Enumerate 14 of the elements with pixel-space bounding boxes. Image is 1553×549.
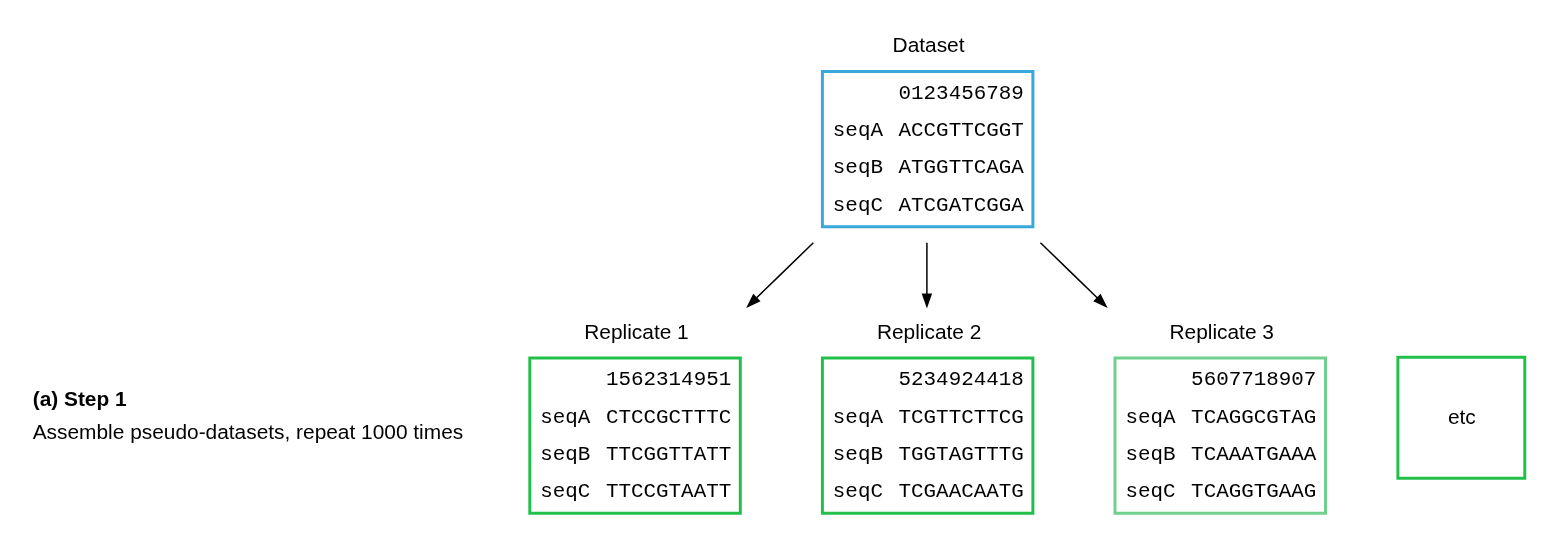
arrow [746,242,815,308]
node-label: Replicate 2 [876,319,982,343]
arrow [921,242,933,309]
node-box: etc [1396,355,1527,480]
node-box: 0123456789 seqA ACCGTTCGGT seqB ATGGTTCAGA seqC ATCGATCGGA [820,69,1035,229]
label: Assemble pseudo-datasets, repeat 1000 times [32,420,464,444]
node-box: 5234924418 seqA TCGTTCTTCG seqB TGGTAGTTTG seqC TCGAACAATG [820,356,1035,515]
node-box: 5607718907 seqA TCAGGCGTAG seqB TCAAATGAAA seqC TCAGGTGAAG [1113,356,1327,515]
label: (a) Step 1 [32,387,127,411]
node-box: 1562314951 seqA CTCCGCTTTC seqB TTCGGTTATT seqC TTCCGTAATT [528,356,742,515]
arrow [1039,242,1108,308]
node-label: Replicate 3 [1169,319,1274,343]
node-label: Dataset [892,33,965,57]
node-label: Replicate 1 [584,319,689,343]
